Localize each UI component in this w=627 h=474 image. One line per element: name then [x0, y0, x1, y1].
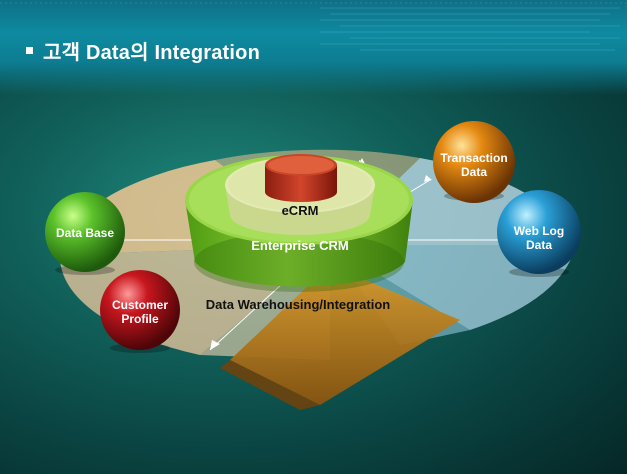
layer-label-ecrm: eCRM — [281, 203, 319, 218]
source-label-line: Customer — [111, 298, 168, 312]
source-label-line: Data Base — [55, 226, 115, 240]
header-band — [0, 0, 627, 95]
source-label-line: Transaction — [440, 151, 508, 165]
source-label-web-log-data: Web Log Data — [499, 224, 579, 252]
layer-label-data-warehousing: Data Warehousing/Integration — [205, 297, 391, 312]
title-text: 고객 Data의 Integration — [43, 42, 260, 64]
sphere-customer-profile — [100, 270, 180, 353]
source-label-line: Data — [525, 238, 552, 252]
sphere-web-log-data — [497, 190, 581, 277]
title-bullet-icon — [26, 47, 33, 54]
source-label-line: Data — [460, 165, 487, 179]
lower-wedge — [230, 265, 460, 405]
source-label-line: Web Log — [513, 224, 565, 238]
source-label-transaction-data: Transaction Data — [432, 151, 516, 179]
sphere-data-base — [45, 192, 125, 275]
sphere-transaction-data — [433, 121, 515, 203]
slide-title: 고객 Data의 Integration — [26, 36, 260, 65]
core-cylinder — [265, 154, 337, 202]
source-label-customer-profile: Customer Profile — [100, 298, 180, 326]
source-label-data-base: Data Base — [45, 226, 125, 240]
layer-label-enterprise-crm: Enterprise CRM — [251, 238, 349, 253]
header-texture — [0, 2, 627, 51]
source-label-line: Profile — [121, 312, 159, 326]
